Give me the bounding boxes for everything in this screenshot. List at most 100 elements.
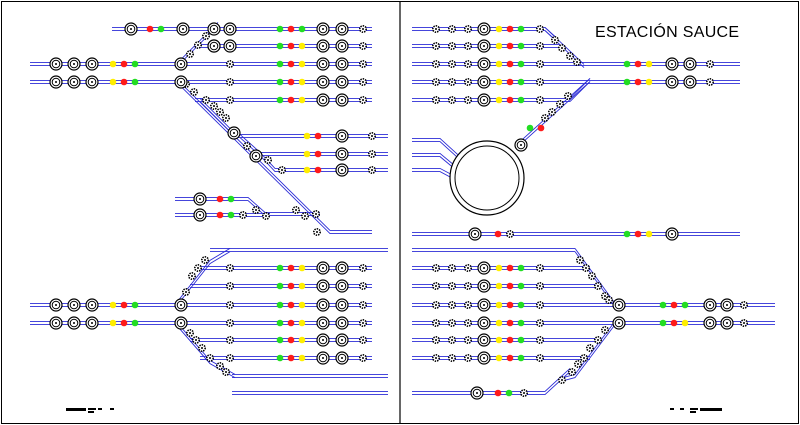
switch-icon[interactable]	[431, 41, 440, 50]
signal-green-light[interactable]	[517, 301, 525, 309]
switch-icon[interactable]	[593, 281, 602, 290]
switch-icon[interactable]	[182, 287, 191, 296]
signal-green-light[interactable]	[517, 336, 525, 344]
switch-icon[interactable]	[367, 150, 376, 159]
signal-yellow-light[interactable]	[495, 336, 503, 344]
switch-icon[interactable]	[604, 295, 613, 304]
signal-yellow-light[interactable]	[495, 319, 503, 327]
switch-icon[interactable]	[190, 88, 199, 97]
switch-icon[interactable]	[463, 335, 472, 344]
switch-icon[interactable]	[431, 318, 440, 327]
signal-red-light[interactable]	[670, 319, 678, 327]
track[interactable]	[412, 247, 575, 253]
switch-icon[interactable]	[505, 230, 514, 239]
switch-icon[interactable]	[216, 361, 225, 370]
signal-yellow-light[interactable]	[298, 282, 306, 290]
switch-icon[interactable]	[463, 96, 472, 105]
switch-icon[interactable]	[593, 335, 602, 344]
signal-post-icon[interactable]	[703, 316, 717, 330]
switch-icon[interactable]	[447, 318, 456, 327]
signal-post-icon[interactable]	[720, 316, 734, 330]
switch-icon[interactable]	[705, 59, 714, 68]
signal-yellow-light[interactable]	[495, 25, 503, 33]
signal-red-light[interactable]	[537, 124, 545, 132]
signal-post-icon[interactable]	[316, 75, 330, 89]
signal-yellow-light[interactable]	[495, 264, 503, 272]
switch-icon[interactable]	[431, 353, 440, 362]
switch-icon[interactable]	[557, 375, 566, 384]
signal-post-icon[interactable]	[477, 57, 491, 71]
signal-green-light[interactable]	[131, 60, 139, 68]
signal-green-light[interactable]	[131, 78, 139, 86]
switch-icon[interactable]	[587, 271, 596, 280]
signal-post-icon[interactable]	[85, 75, 99, 89]
signal-post-icon[interactable]	[665, 57, 679, 71]
signal-post-icon[interactable]	[67, 298, 81, 312]
signal-yellow-light[interactable]	[109, 319, 117, 327]
signal-green-light[interactable]	[659, 301, 667, 309]
switch-icon[interactable]	[312, 228, 321, 237]
switch-icon[interactable]	[261, 212, 270, 221]
signal-red-light[interactable]	[287, 282, 295, 290]
switch-icon[interactable]	[431, 24, 440, 33]
switch-icon[interactable]	[535, 96, 544, 105]
switch-icon[interactable]	[188, 271, 197, 280]
switch-icon[interactable]	[431, 59, 440, 68]
switch-icon[interactable]	[535, 300, 544, 309]
signal-yellow-light[interactable]	[495, 354, 503, 362]
switch-icon[interactable]	[291, 206, 300, 215]
switch-icon[interactable]	[202, 96, 211, 105]
signal-post-icon[interactable]	[227, 126, 241, 140]
signal-red-light[interactable]	[287, 301, 295, 309]
switch-icon[interactable]	[563, 92, 572, 101]
signal-yellow-light[interactable]	[298, 319, 306, 327]
signal-red-light[interactable]	[314, 132, 322, 140]
signal-green-light[interactable]	[276, 301, 284, 309]
track[interactable]	[412, 231, 740, 237]
signal-post-icon[interactable]	[207, 39, 221, 53]
switch-icon[interactable]	[463, 59, 472, 68]
signal-green-light[interactable]	[517, 42, 525, 50]
signal-post-icon[interactable]	[85, 57, 99, 71]
switch-icon[interactable]	[705, 78, 714, 87]
turntable[interactable]	[449, 140, 525, 216]
signal-post-icon[interactable]	[477, 351, 491, 365]
switch-icon[interactable]	[535, 78, 544, 87]
signal-yellow-light[interactable]	[298, 78, 306, 86]
switch-icon[interactable]	[463, 41, 472, 50]
signal-yellow-light[interactable]	[645, 230, 653, 238]
signal-post-icon[interactable]	[174, 316, 188, 330]
switch-icon[interactable]	[463, 300, 472, 309]
switch-icon[interactable]	[358, 96, 367, 105]
switch-icon[interactable]	[239, 211, 248, 220]
switch-icon[interactable]	[226, 59, 235, 68]
signal-post-icon[interactable]	[174, 298, 188, 312]
turntable-outer[interactable]	[449, 140, 525, 216]
switch-icon[interactable]	[557, 43, 566, 52]
signal-green-light[interactable]	[517, 354, 525, 362]
switch-icon[interactable]	[358, 335, 367, 344]
switch-icon[interactable]	[277, 166, 286, 175]
signal-yellow-light[interactable]	[109, 301, 117, 309]
signal-red-light[interactable]	[494, 230, 502, 238]
signal-post-icon[interactable]	[335, 22, 349, 36]
switch-icon[interactable]	[447, 263, 456, 272]
signal-red-light[interactable]	[146, 25, 154, 33]
switch-icon[interactable]	[739, 318, 748, 327]
signal-post-icon[interactable]	[176, 22, 190, 36]
track[interactable]	[412, 283, 600, 289]
signal-post-icon[interactable]	[612, 298, 626, 312]
signal-post-icon[interactable]	[335, 147, 349, 161]
switch-icon[interactable]	[739, 300, 748, 309]
signal-green-light[interactable]	[276, 25, 284, 33]
signal-post-icon[interactable]	[49, 57, 63, 71]
signal-yellow-light[interactable]	[298, 354, 306, 362]
signal-red-light[interactable]	[494, 389, 502, 397]
signal-post-icon[interactable]	[124, 22, 138, 36]
signal-green-light[interactable]	[517, 25, 525, 33]
signal-red-light[interactable]	[287, 78, 295, 86]
switch-icon[interactable]	[226, 318, 235, 327]
signal-red-light[interactable]	[506, 301, 514, 309]
switch-icon[interactable]	[447, 335, 456, 344]
switch-icon[interactable]	[367, 132, 376, 141]
